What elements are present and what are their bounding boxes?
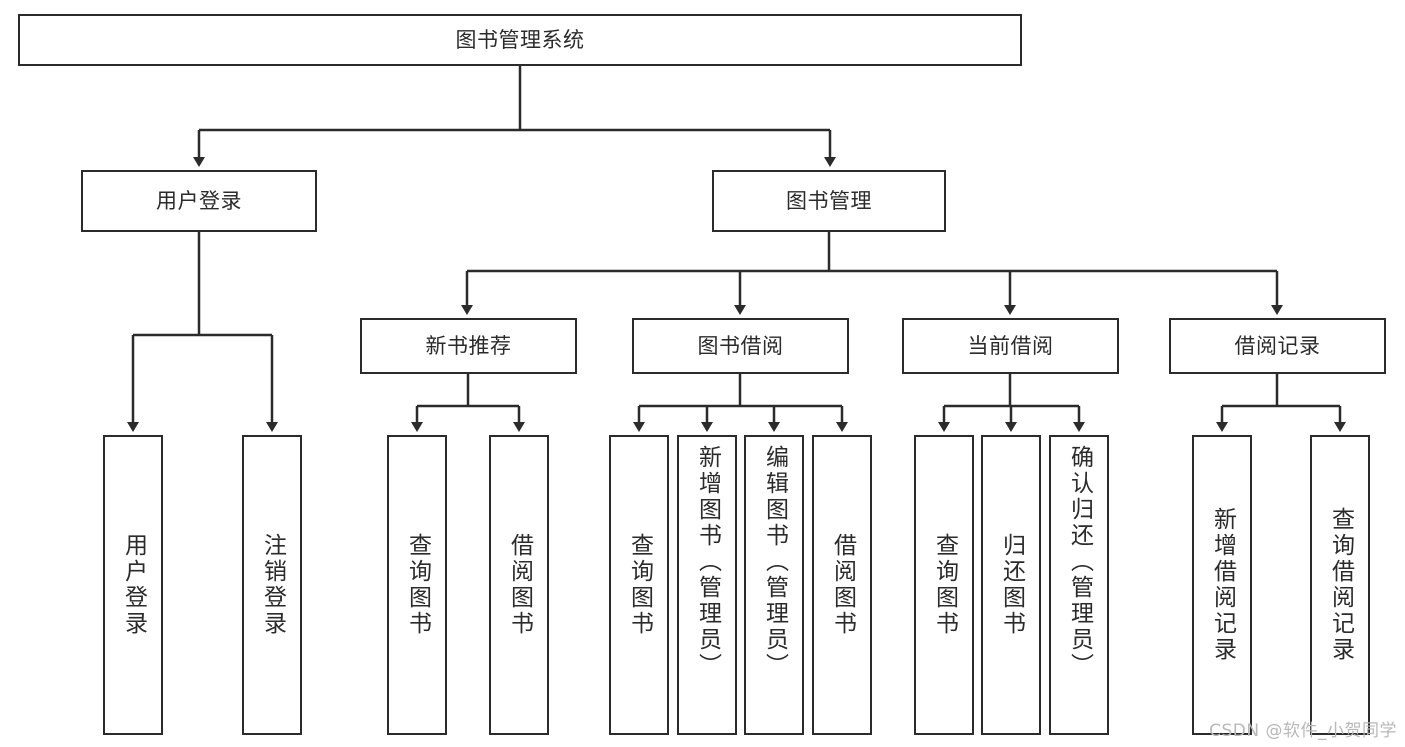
leaf-borrow-add-book-admin[interactable]: 新增图书（管理员） [677,435,737,735]
node-label: 注销登录 [259,533,286,637]
node-label: 借阅图书 [829,533,856,637]
leaf-recommend-borrow-book[interactable]: 借阅图书 [489,435,549,735]
node-label: 借阅图书 [506,533,533,637]
leaf-user-logout[interactable]: 注销登录 [242,435,302,735]
node-label: 图书管理系统 [455,27,585,52]
leaf-record-add-borrow-record[interactable]: 新增借阅记录 [1192,435,1252,735]
node-label: 新增借阅记录 [1209,507,1236,663]
leaf-recommend-query-book[interactable]: 查询图书 [387,435,447,735]
leaf-record-query-borrow-record[interactable]: 查询借阅记录 [1310,435,1370,735]
leaf-current-return-book[interactable]: 归还图书 [981,435,1041,735]
node-root-system[interactable]: 图书管理系统 [18,14,1022,66]
leaf-user-login[interactable]: 用户登录 [103,435,163,735]
node-new-book-recommend[interactable]: 新书推荐 [360,318,577,374]
node-label: 用户登录 [156,188,242,213]
leaf-borrow-edit-book-admin[interactable]: 编辑图书（管理员） [744,435,804,735]
node-label: 用户登录 [120,533,147,637]
node-label: 新增图书（管理员） [694,445,721,679]
node-label: 查询借阅记录 [1327,507,1354,663]
leaf-current-confirm-return-admin[interactable]: 确认归还（管理员） [1049,435,1109,735]
node-book-borrow[interactable]: 图书借阅 [632,318,849,374]
node-label: 图书借阅 [697,333,784,358]
node-book-management[interactable]: 图书管理 [712,170,946,232]
leaf-borrow-borrow-book[interactable]: 借阅图书 [812,435,872,735]
watermark-text: CSDN @软件_小贺同学 [1209,721,1397,741]
node-user-login[interactable]: 用户登录 [81,170,317,232]
node-label: 归还图书 [998,533,1025,637]
node-label: 查询图书 [626,533,653,637]
node-label: 确认归还（管理员） [1066,445,1093,679]
node-label: 查询图书 [931,533,958,637]
node-label: 图书管理 [786,188,872,213]
node-current-borrow[interactable]: 当前借阅 [902,318,1119,374]
node-label: 编辑图书（管理员） [761,445,788,679]
node-label: 借阅记录 [1234,333,1321,358]
node-label: 新书推荐 [425,333,512,358]
node-label: 当前借阅 [967,333,1054,358]
leaf-current-query-book[interactable]: 查询图书 [914,435,974,735]
leaf-borrow-query-book[interactable]: 查询图书 [609,435,669,735]
node-borrow-record[interactable]: 借阅记录 [1169,318,1386,374]
node-label: 查询图书 [404,533,431,637]
